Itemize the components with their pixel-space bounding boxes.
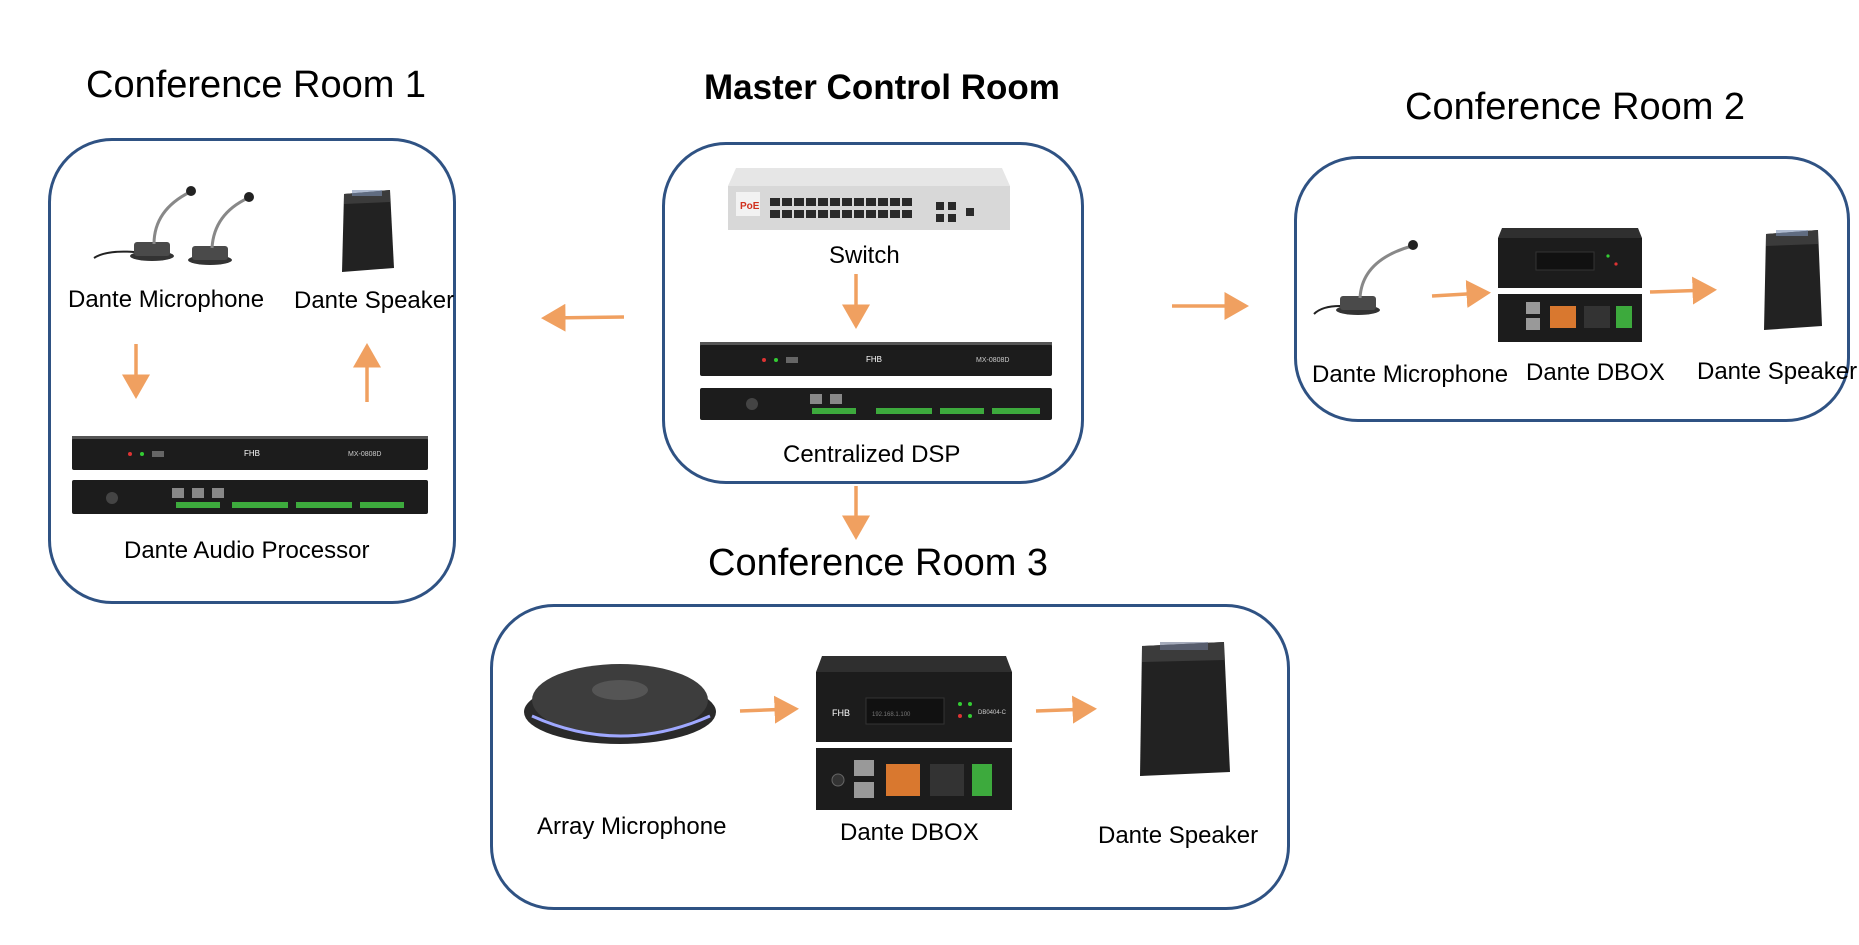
room1-speaker-image — [342, 190, 394, 272]
room3-microphone-label: Array Microphone — [537, 813, 727, 840]
room2-speaker-image — [1764, 230, 1822, 330]
arrow-room3-mic-to-dbox — [739, 695, 799, 724]
room2-microphone-label: Dante Microphone — [1312, 361, 1509, 388]
room1-microphone-label: Dante Microphone — [68, 286, 265, 313]
dbox-brand-label: FHB — [832, 708, 850, 718]
room1-microphones-image — [93, 186, 254, 265]
dbox-model-label: DB0404-C — [978, 710, 1007, 716]
room3-speaker-image — [1140, 642, 1230, 776]
audio-processor-icon: FHB MX-0808D — [72, 436, 428, 514]
arrow-room2-mic-to-dbox — [1431, 280, 1491, 308]
dante-dbox-icon: FHB 192.168.1.100 DB0404-C — [816, 656, 1012, 810]
room1-speaker-label: Dante Speaker — [294, 287, 455, 314]
room3-dbox-image: FHB 192.168.1.100 DB0404-C — [816, 656, 1012, 810]
dbox-ip-display: 192.168.1.100 — [872, 712, 911, 718]
dsp-label: Centralized DSP — [783, 441, 961, 468]
switch-image: PoE — [728, 168, 1010, 230]
room3-dbox-label: Dante DBOX — [840, 819, 979, 846]
room2-speaker-label: Dante Speaker — [1697, 358, 1858, 385]
room2-microphone-image — [1313, 240, 1418, 315]
speaker-icon — [342, 190, 394, 272]
arrow-master-to-room1 — [541, 303, 625, 332]
room1-processor-label: Dante Audio Processor — [124, 537, 370, 564]
network-switch-icon: PoE — [728, 168, 1010, 230]
switch-poe-badge: PoE — [740, 201, 760, 212]
gooseneck-microphone-icon — [1313, 240, 1418, 315]
room2-dbox-image — [1498, 228, 1642, 342]
arrow-room3-dbox-to-speaker — [1035, 695, 1097, 724]
room2-box — [1294, 156, 1850, 422]
speaker-icon — [1764, 230, 1822, 330]
room1-processor-image: FHB MX-0808D — [72, 436, 428, 514]
array-microphone-icon — [524, 664, 716, 744]
room3-title: Conference Room 3 — [708, 542, 1049, 584]
dsp-brand-label: FHB — [866, 355, 882, 364]
room1-title: Conference Room 1 — [86, 64, 427, 106]
master-room-title: Master Control Room — [704, 68, 1060, 107]
room3-speaker-label: Dante Speaker — [1098, 822, 1259, 849]
gooseneck-microphone-icon — [188, 192, 254, 265]
dsp-image: FHB MX-0808D — [700, 342, 1052, 420]
processor-model-label: MX-0808D — [348, 451, 381, 458]
dsp-model-label: MX-0808D — [976, 357, 1009, 364]
switch-label: Switch — [829, 242, 900, 269]
dante-dbox-icon — [1498, 228, 1642, 342]
room3-microphone-image — [524, 664, 716, 744]
room2-title: Conference Room 2 — [1405, 86, 1746, 128]
room2-dbox-label: Dante DBOX — [1526, 359, 1665, 386]
gooseneck-microphone-icon — [93, 186, 196, 261]
processor-brand-label: FHB — [244, 449, 260, 458]
arrow-room2-dbox-to-speaker — [1649, 276, 1717, 305]
centralized-dsp-icon: FHB MX-0808D — [700, 342, 1052, 420]
speaker-icon — [1140, 642, 1230, 776]
